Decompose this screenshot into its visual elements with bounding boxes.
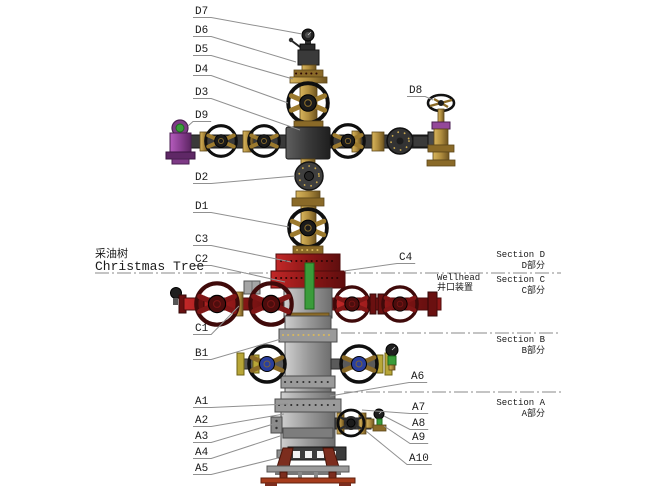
- section-tag-d: Section D D部分: [496, 250, 545, 271]
- leader-line-D6: [193, 36, 297, 63]
- leader-line-A3: [193, 422, 278, 443]
- left-purple-valve: [165, 119, 196, 165]
- christmas-tree-title-en: Christmas Tree: [95, 259, 205, 274]
- section-b-en: Section B: [496, 335, 545, 345]
- tubing-hanger-green: [304, 262, 315, 310]
- leader-line-C4: [343, 263, 416, 272]
- leader-line-A9: [383, 425, 429, 444]
- section-tag-b: Section B B部分: [496, 335, 545, 356]
- callout-A6: A6: [411, 371, 425, 383]
- leader-line-A4: [193, 435, 281, 459]
- section-a-zh: A部分: [521, 408, 545, 419]
- callout-D2: D2: [195, 172, 209, 184]
- callout-leaders: [187, 17, 434, 475]
- section-d-en: Section D: [496, 250, 545, 260]
- section-tag-a: Section A A部分: [496, 398, 545, 419]
- callout-B1: B1: [195, 348, 209, 360]
- section-a-en: Section A: [496, 398, 545, 408]
- christmas-tree-title: 采油树 Christmas Tree: [95, 249, 204, 273]
- section-d-zh: D部分: [521, 260, 545, 271]
- leader-line-D4: [193, 75, 289, 104]
- callout-A9: A9: [412, 432, 426, 444]
- a-side-valve: [334, 408, 387, 438]
- b-arm-right: [330, 343, 399, 382]
- tree-cap: [289, 49, 328, 84]
- leader-line-A10: [365, 430, 432, 465]
- callout-D9: D9: [195, 110, 209, 122]
- flow-cross: [189, 125, 436, 160]
- section-tag-c: Section C C部分: [496, 275, 545, 296]
- leader-line-D9: [187, 121, 212, 127]
- callout-D3: D3: [195, 87, 209, 99]
- leader-line-A8: [383, 415, 429, 430]
- leader-line-A5: [193, 457, 279, 475]
- callout-A3: A3: [195, 431, 209, 443]
- callout-D8: D8: [409, 85, 423, 97]
- wellhead-title-en: Wellhead: [437, 273, 481, 283]
- casing-spool-b: [278, 315, 338, 393]
- section-c-en: Section C: [496, 275, 545, 285]
- callout-A2: A2: [195, 415, 209, 427]
- leader-line-A1: [193, 403, 289, 408]
- callout-D1: D1: [195, 201, 209, 213]
- section-c-zh: C部分: [521, 285, 545, 296]
- master-valve: [289, 205, 327, 255]
- leader-line-A6: [329, 382, 428, 397]
- leader-line-D5: [193, 55, 294, 80]
- casing-head-a: [270, 391, 342, 459]
- wellhead-title-zh: 井口装置: [437, 283, 474, 293]
- wellhead-title: Wellhead 井口装置: [437, 273, 480, 293]
- leader-line-D2: [193, 175, 296, 184]
- leader-line-A2: [193, 413, 285, 427]
- callout-D7: D7: [195, 6, 209, 18]
- callout-C4: C4: [399, 252, 413, 264]
- master-flange: [291, 158, 325, 207]
- callout-D5: D5: [195, 44, 209, 56]
- right-kill-valve: [426, 93, 456, 167]
- production-arm-right: [332, 287, 442, 321]
- production-arm-left: [170, 280, 292, 325]
- swab-valve: [288, 83, 328, 129]
- callout-A1: A1: [195, 396, 209, 408]
- callout-A7: A7: [412, 402, 426, 414]
- leader-line-D8: [407, 96, 434, 101]
- callout-C3: C3: [195, 234, 209, 246]
- callout-D4: D4: [195, 64, 209, 76]
- leader-line-D3: [193, 98, 301, 131]
- leader-line-D7: [193, 17, 303, 35]
- b-arm-left: [236, 346, 285, 382]
- leader-line-D1: [193, 212, 290, 228]
- leader-line-C3: [193, 245, 292, 263]
- equipment: [165, 28, 456, 486]
- callout-A5: A5: [195, 463, 209, 475]
- callout-D6: D6: [195, 25, 209, 37]
- christmas-tree-title-zh: 采油树: [95, 249, 128, 261]
- leader-line-C1: [193, 305, 240, 335]
- leader-line-B1: [193, 338, 282, 360]
- section-b-zh: B部分: [521, 345, 545, 356]
- leader-line-C2: [193, 265, 286, 283]
- side-boss: [270, 416, 283, 434]
- callout-A10: A10: [409, 453, 429, 465]
- callout-A4: A4: [195, 447, 209, 459]
- base-stand: [260, 446, 356, 486]
- callout-C2: C2: [195, 254, 209, 266]
- callout-A8: A8: [412, 418, 426, 430]
- leader-line-A7: [361, 409, 429, 414]
- top-pressure-gauge: [301, 28, 315, 46]
- callout-C1: C1: [195, 323, 209, 335]
